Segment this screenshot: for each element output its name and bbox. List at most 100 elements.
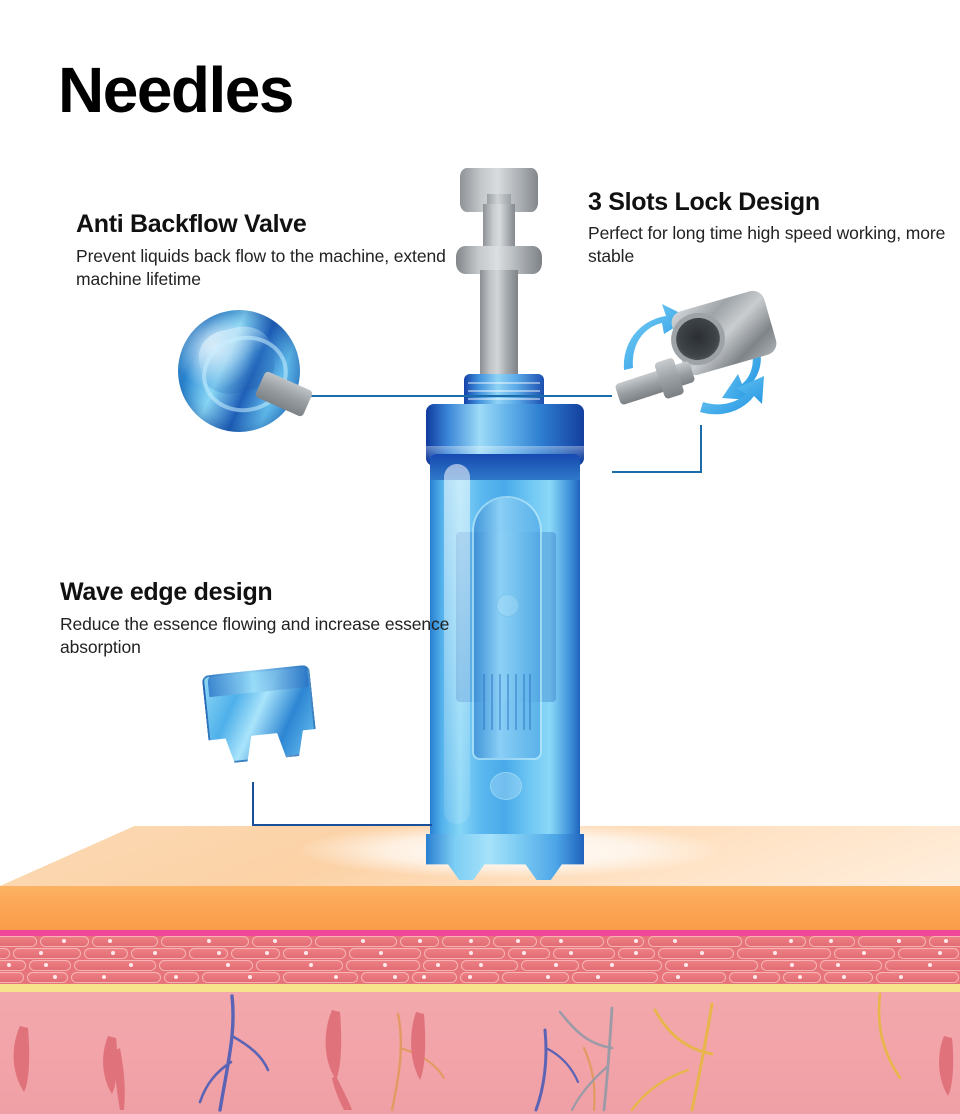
plunger-neck: [483, 204, 515, 252]
dermis-cell: [0, 972, 24, 983]
dermis-cell: [0, 960, 27, 971]
dermis-cell: [647, 936, 742, 947]
cartridge-translucent-body: [430, 454, 580, 854]
dermis-cell: [40, 936, 90, 947]
wave-edge-base: [426, 834, 584, 880]
dermis-cell: [283, 948, 347, 959]
connector-line-lock: [612, 425, 702, 473]
dermis-cell: [84, 948, 128, 959]
dermis-cell: [283, 972, 359, 983]
dermis-cell: [92, 936, 158, 947]
dermis-cell: [0, 948, 11, 959]
dermis-cell: [13, 948, 82, 959]
dermis-cell: [809, 936, 855, 947]
dermis-cell: [661, 972, 727, 983]
dermis-cell: [520, 960, 579, 971]
wave-edge-profile: [426, 834, 584, 880]
dermis-cell: [74, 960, 156, 971]
feature-title: Wave edge design: [60, 578, 273, 606]
plunger-shaft: [480, 270, 518, 388]
dermis-cell: [459, 972, 499, 983]
body-highlight: [444, 464, 470, 824]
dermis-cell: [158, 960, 253, 971]
dermis-cell: [664, 960, 758, 971]
dermis-cell-row: [0, 972, 960, 984]
dermis-cell: [422, 960, 459, 971]
dermis-cell: [361, 972, 410, 983]
skin-layer-fat-boundary: [0, 984, 960, 992]
dermis-cell: [493, 936, 538, 947]
dermis-cell: [231, 948, 281, 959]
dermis-cell: [71, 972, 161, 983]
skin-layer-dermis: [0, 936, 960, 984]
dermis-cell: [441, 936, 491, 947]
dermis-cell: [824, 972, 873, 983]
dermis-cell-row: [0, 936, 960, 948]
dermis-cell: [607, 936, 645, 947]
feature-anti-backflow-valve: Anti Backflow Valve Prevent liquids back…: [76, 210, 476, 291]
dermis-cell: [884, 960, 960, 971]
dermis-cell: [783, 972, 822, 983]
skin-layer-hypodermis: [0, 992, 960, 1114]
feature-description: Reduce the essence flowing and increase …: [60, 613, 450, 657]
feature-wave-edge-design: Wave edge design Reduce the essence flow…: [60, 578, 460, 659]
dermis-cell: [875, 972, 959, 983]
feature-title: 3 Slots Lock Design: [588, 188, 820, 216]
dermis-cell: [833, 948, 895, 959]
plunger-flange: [456, 246, 542, 274]
dermis-cell: [744, 936, 807, 947]
dermis-cell-row: [0, 960, 960, 972]
feature-description: Prevent liquids back flow to the machine…: [76, 245, 446, 289]
dermis-cell: [501, 972, 570, 983]
dermis-cell: [760, 960, 818, 971]
dermis-cell: [160, 936, 250, 947]
dermis-cell: [897, 948, 959, 959]
dermis-cell: [572, 972, 659, 983]
skin-layers-illustration: [0, 822, 960, 1114]
needle-outlet: [490, 772, 522, 800]
dermis-cell: [0, 936, 38, 947]
valve-component-icon: [166, 298, 322, 450]
lock-component-icon: [604, 288, 784, 426]
dermis-cell: [581, 960, 662, 971]
dermis-cell: [618, 948, 656, 959]
dermis-cell: [314, 936, 398, 947]
dermis-cell: [553, 948, 616, 959]
dermis-cell: [255, 960, 344, 971]
dermis-cell: [461, 960, 518, 971]
dermis-cell: [737, 948, 831, 959]
dermis-cell: [346, 960, 420, 971]
dermis-cell: [412, 972, 457, 983]
dermis-cell: [29, 960, 72, 971]
connector-line-valve: [300, 395, 612, 397]
dermis-cell: [349, 948, 421, 959]
skin-layer-epidermis: [0, 886, 960, 930]
feature-three-slots-lock-design: 3 Slots Lock Design Perfect for long tim…: [588, 188, 960, 268]
needle-ribs: [483, 674, 531, 730]
dermis-cell: [163, 972, 200, 983]
dermis-cell: [820, 960, 882, 971]
skin-layer-basement-membrane: [0, 930, 960, 936]
inner-cylinder-port: [496, 594, 519, 617]
dermis-cell: [423, 948, 505, 959]
feature-description: Perfect for long time high speed working…: [588, 222, 946, 266]
dermis-cell-row: [0, 948, 960, 960]
feature-title: Anti Backflow Valve: [76, 210, 307, 238]
dermis-cell: [507, 948, 551, 959]
inner-needle-cylinder: [474, 498, 540, 758]
dermis-cell: [400, 936, 439, 947]
dermis-cell: [658, 948, 735, 959]
wave-edge-component-icon: [198, 664, 324, 772]
connector-line-wave: [252, 782, 432, 826]
dermis-cell: [929, 936, 960, 947]
blood-vessels-svg: [13, 992, 954, 1112]
dermis-cell: [202, 972, 281, 983]
dermis-cell: [189, 948, 229, 959]
dermis-cell: [130, 948, 187, 959]
dermis-cell: [857, 936, 927, 947]
needle-cartridge-illustration: [404, 168, 604, 880]
dermis-cell: [540, 936, 605, 947]
page-title: Needles: [58, 54, 294, 126]
dermis-cell: [729, 972, 781, 983]
